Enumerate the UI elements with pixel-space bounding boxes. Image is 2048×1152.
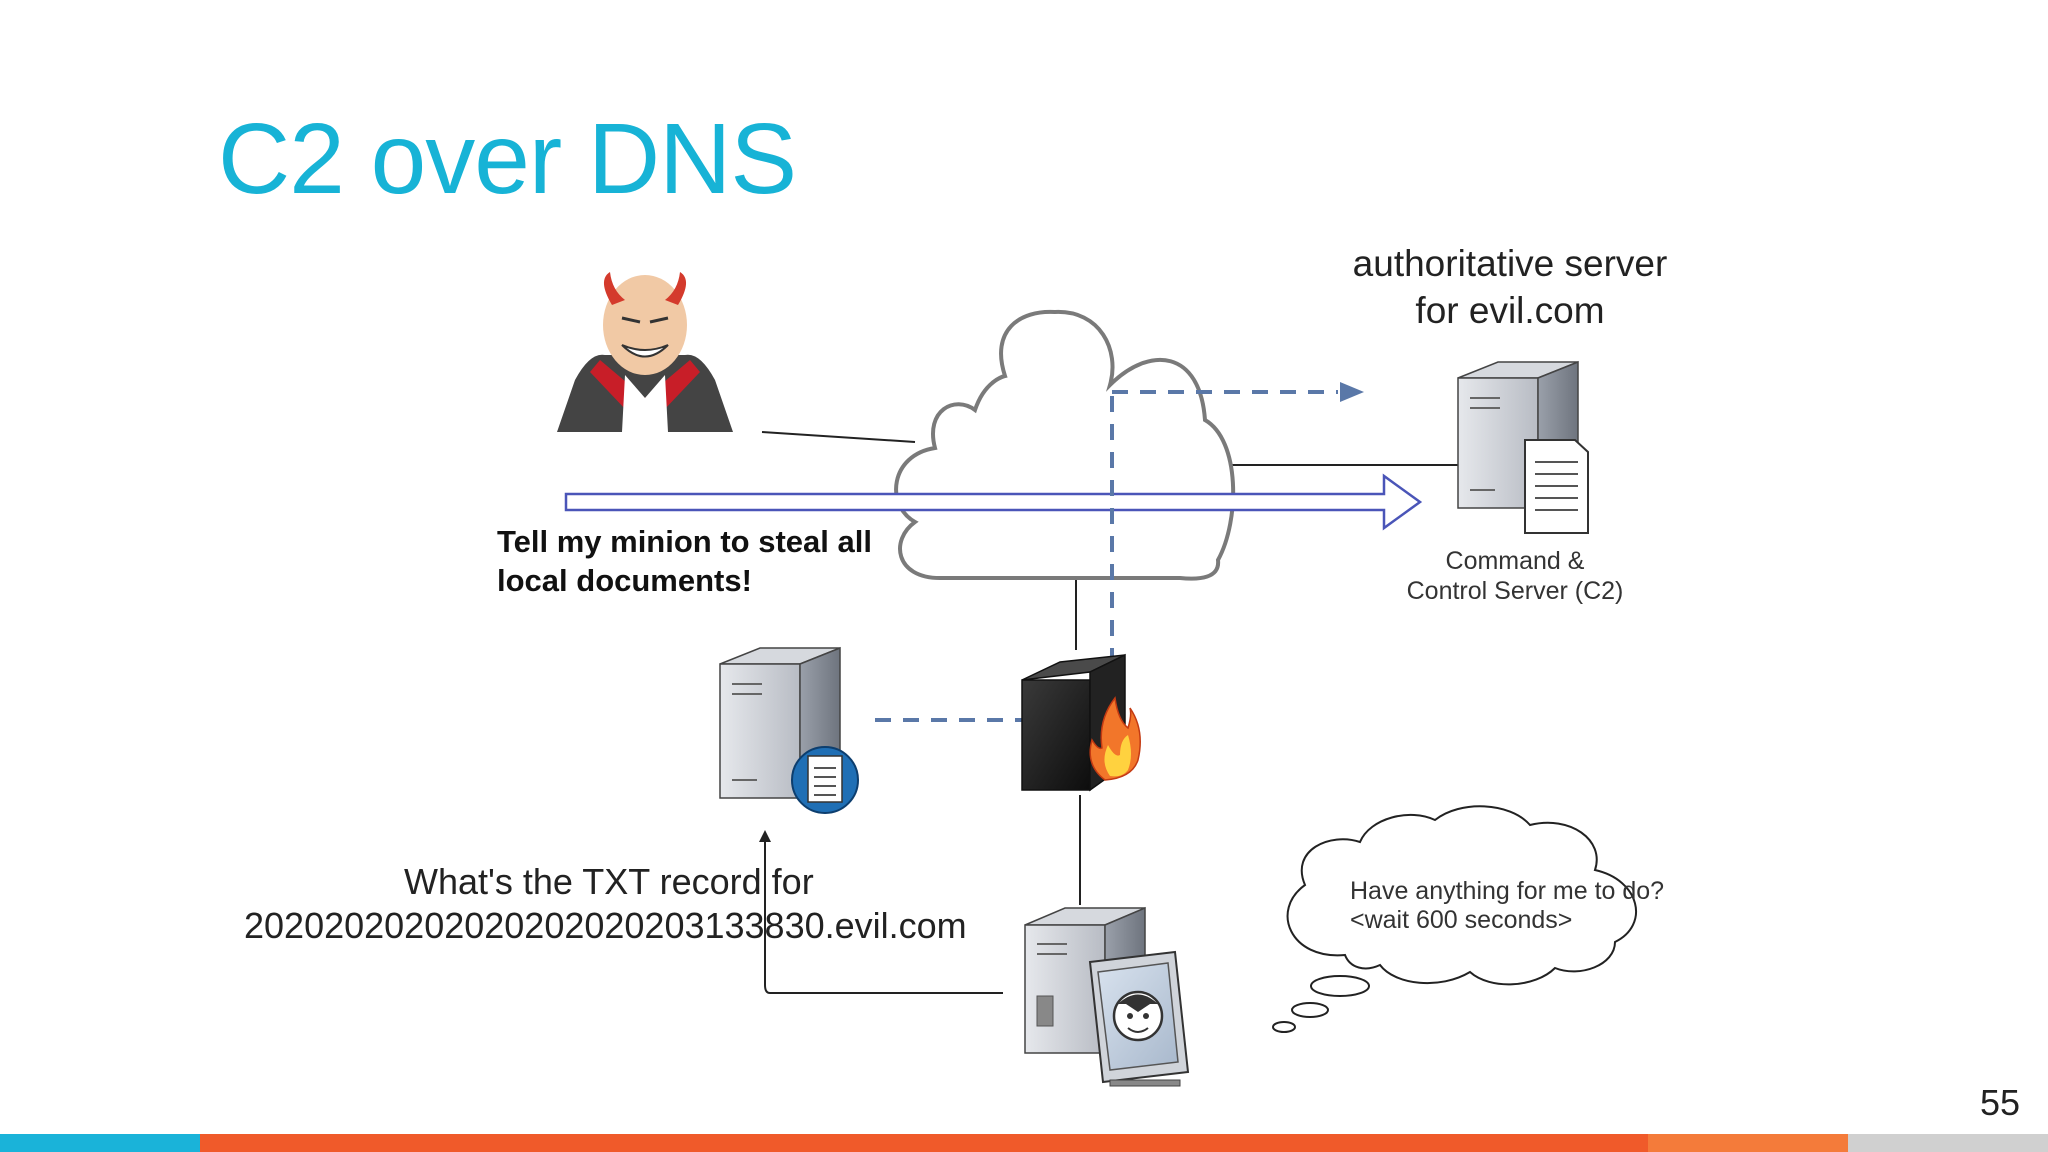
c2-label-line1: Command & — [1445, 547, 1585, 575]
message-arrow — [564, 473, 1423, 531]
attacker-message-line1: Tell my minion to steal all — [497, 524, 872, 559]
thought-line1: Have anything for me to do? — [1350, 877, 1665, 905]
dns-query-line2: 20202020202020202020203133830.evil.com — [244, 905, 967, 946]
attacker-cloud-link — [761, 431, 916, 443]
footer-bar-segment-gray — [1848, 1134, 2048, 1152]
footer-bar-segment-orange — [200, 1134, 1648, 1152]
attacker-message-line2: local documents! — [497, 563, 752, 598]
c2-server-icon — [1457, 360, 1589, 534]
authoritative-label-line2: for evil.com — [1415, 290, 1605, 331]
dns-query-line1: What's the TXT record for — [404, 861, 814, 902]
dns-query-label: What's the TXT record for 20202020202020… — [244, 860, 967, 948]
dns-arrowhead — [1340, 382, 1364, 402]
slide-title: C2 over DNS — [218, 103, 797, 215]
c2-server-label: Command & Control Server (C2) — [1380, 546, 1650, 606]
devil-attacker-icon — [557, 272, 733, 432]
thought-bubble-icon — [1272, 805, 1638, 1033]
page-number: 55 — [1979, 1082, 2020, 1123]
query-arrowhead — [759, 830, 771, 842]
thought-line2: <wait 600 seconds> — [1350, 906, 1573, 934]
firewall-icon — [1021, 653, 1141, 792]
authoritative-label-line1: authoritative server — [1352, 243, 1668, 284]
c2-label-line2: Control Server (C2) — [1406, 577, 1624, 605]
attacker-message: Tell my minion to steal all local docume… — [497, 522, 872, 600]
infected-workstation-icon — [1024, 906, 1190, 1087]
connection-lines — [761, 431, 1458, 905]
query-arrow — [764, 840, 1003, 994]
footer-bar-segment-blue — [0, 1134, 200, 1152]
footer-bar-segment-light-orange — [1648, 1134, 1848, 1152]
authoritative-server-label: authoritative server for evil.com — [1340, 240, 1680, 334]
internet-cloud-icon — [894, 309, 1236, 581]
thought-text: Have anything for me to do? <wait 600 se… — [1350, 877, 1664, 935]
dns-resolver-server-icon — [719, 646, 859, 814]
